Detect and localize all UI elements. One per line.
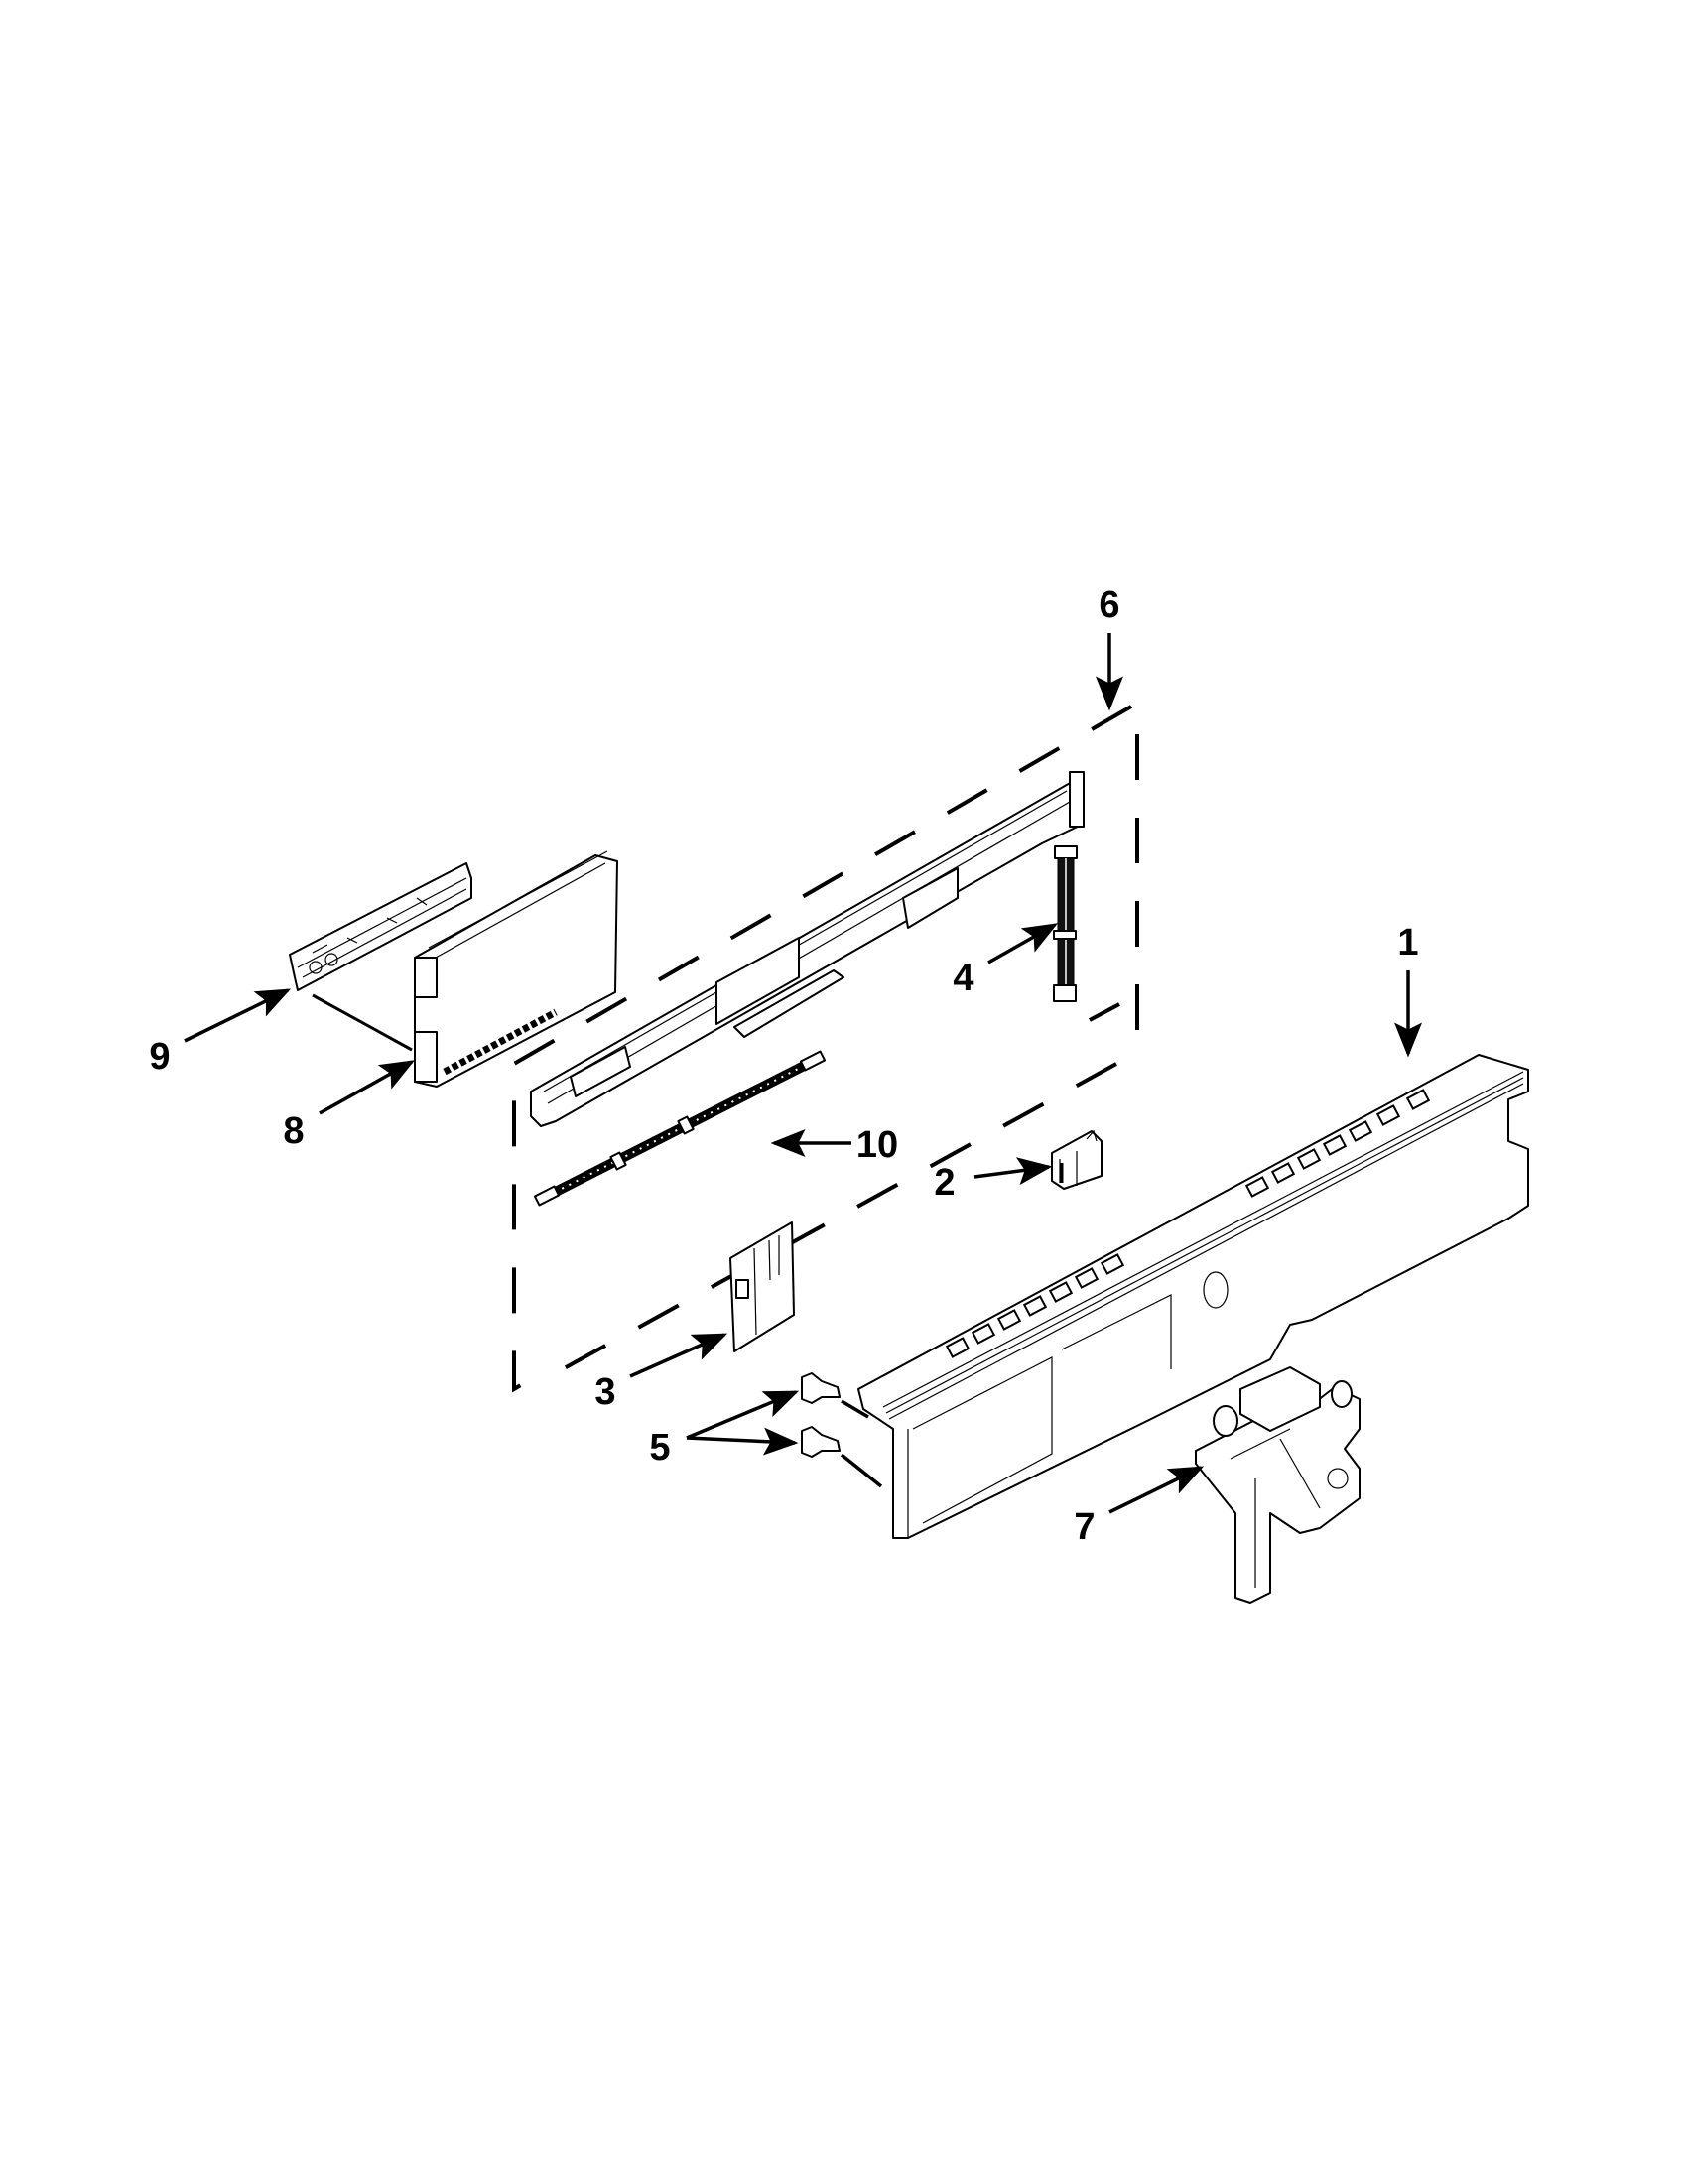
leader-arrow-icon: [973, 1157, 1053, 1186]
callout-7: 7: [1074, 1466, 1205, 1548]
callout-label: 7: [1074, 1506, 1095, 1548]
assembly-6-dashed-outline: [512, 705, 1139, 1393]
leader-arrow-icon: [987, 923, 1059, 964]
leader-arrow-icon: [1108, 1466, 1205, 1514]
callout-4: 4: [953, 923, 1059, 999]
leader-arrow-icon: [319, 1060, 416, 1115]
screws-part: [801, 1372, 883, 1488]
callout-1: 1: [1394, 922, 1422, 1058]
leader-arrow-icon: [629, 1333, 728, 1378]
console-buttons-right: [1244, 1089, 1431, 1198]
console-panel-part: [857, 1054, 1529, 1539]
wire-harness-part: [1053, 845, 1120, 1022]
callout-5: 5: [649, 1390, 800, 1469]
callout-label: 8: [283, 1110, 304, 1152]
leader-arrow-icon: [686, 1427, 799, 1456]
control-board-part: [414, 850, 618, 1088]
leader-arrow-icon: [686, 1390, 800, 1440]
board-bracket-part: [289, 862, 472, 1052]
callout-9: 9: [149, 988, 292, 1078]
callout-8: 8: [283, 1060, 416, 1152]
callout-label: 1: [1397, 922, 1418, 964]
callout-layer: 1 2 3 4 5 6 7 8 9 10: [149, 584, 1422, 1548]
callout-label: 9: [149, 1036, 170, 1078]
connector-bracket-part: [1051, 1129, 1103, 1190]
callout-10: 10: [770, 1124, 898, 1166]
console-buttons-left: [945, 1253, 1125, 1358]
screw-upper: [801, 1372, 869, 1419]
callout-6: 6: [1096, 584, 1123, 711]
callout-label: 10: [856, 1124, 898, 1166]
callout-label: 3: [594, 1371, 615, 1413]
callout-label: 2: [934, 1162, 955, 1204]
ui-housing-part: [530, 771, 1085, 1127]
ribbon-cable-part: [533, 1050, 827, 1207]
callout-label: 4: [953, 958, 973, 999]
callout-label: 5: [649, 1427, 670, 1469]
door-latch-part: [1195, 1366, 1361, 1604]
callout-label: 6: [1099, 584, 1119, 626]
mounting-plate-part: [729, 1221, 795, 1352]
callout-2: 2: [934, 1157, 1053, 1204]
screw-lower: [801, 1426, 883, 1488]
callout-3: 3: [594, 1333, 728, 1413]
leader-arrow-icon: [184, 988, 292, 1043]
